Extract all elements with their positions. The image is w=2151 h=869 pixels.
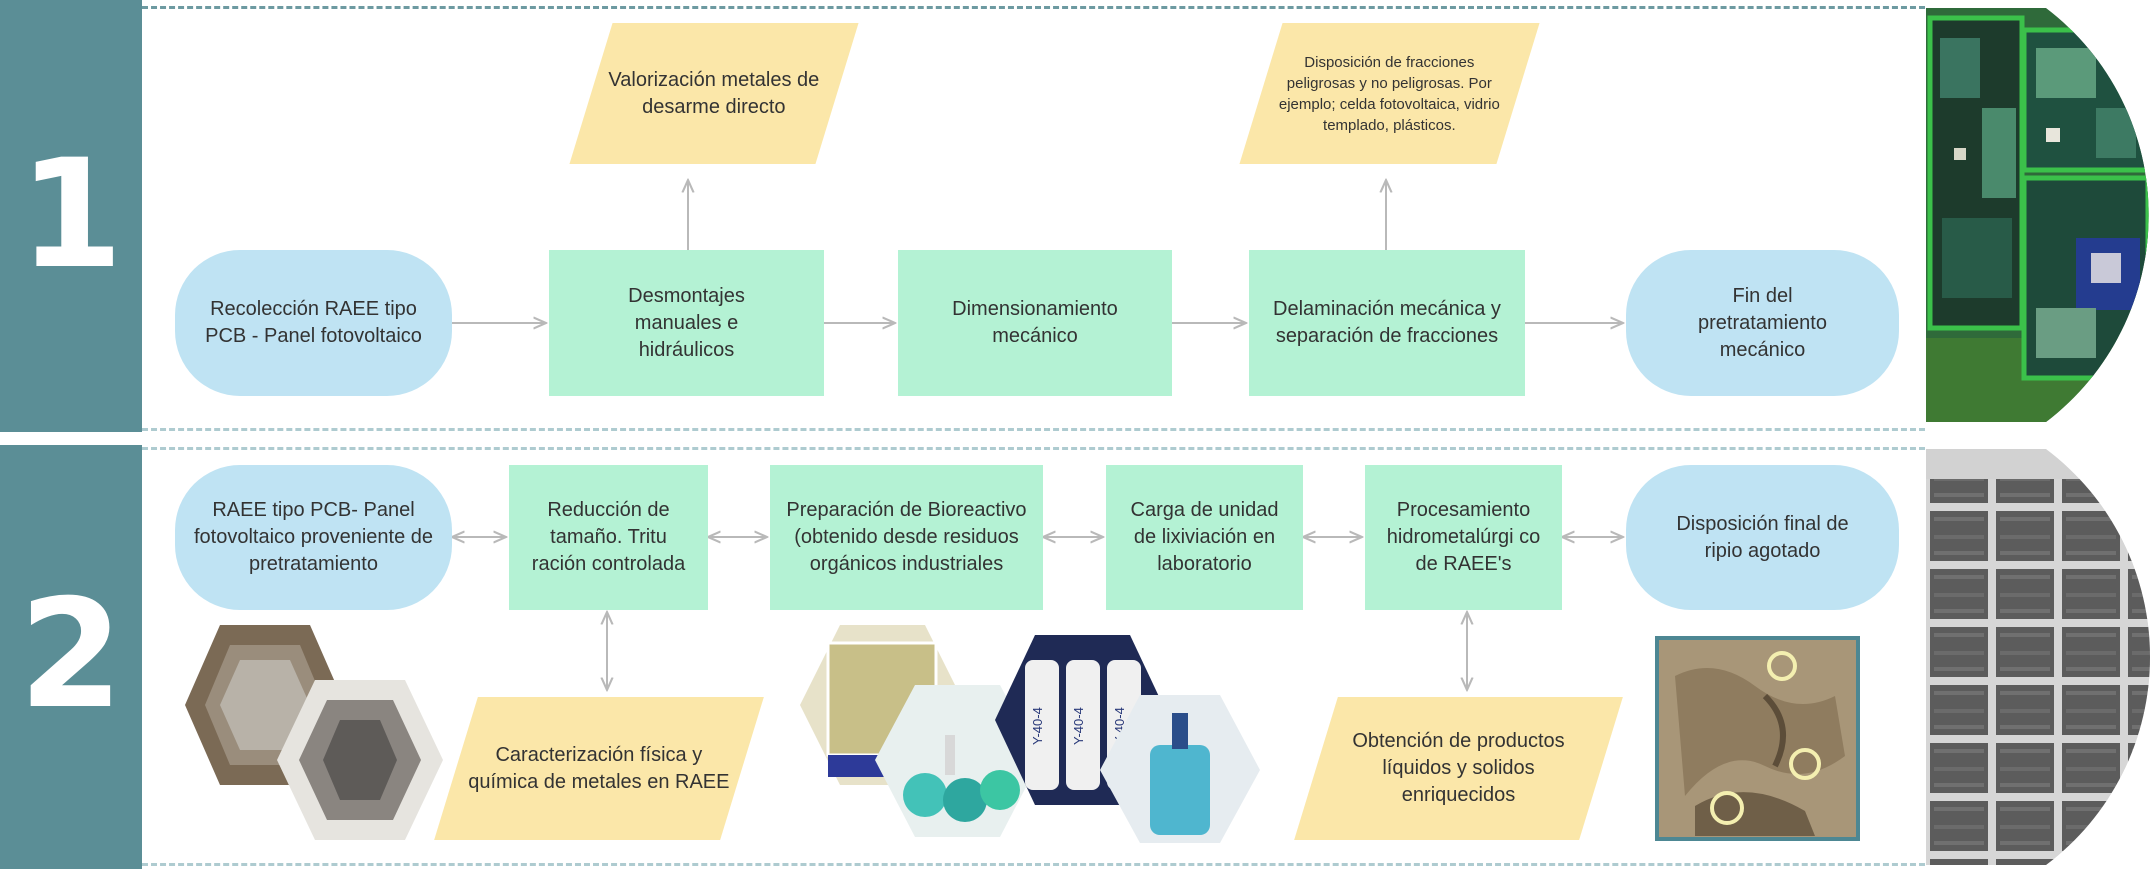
node-raee-label: RAEE tipo PCB- Panel fotovoltaico proven…	[193, 499, 434, 575]
node-procesamiento-label: Procesamiento hidrometalúrgi co de RAEE'…	[1386, 499, 1541, 575]
stage-2-number: 2	[18, 568, 124, 742]
node-reduccion-label: Reducción de tamaño. Tritu ración contro…	[531, 499, 686, 575]
node-carga: Carga de unidad de lixiviación en labora…	[1106, 465, 1303, 610]
node-raee: RAEE tipo PCB- Panel fotovoltaico proven…	[175, 465, 452, 610]
flask-label-1: Y-40-4	[1030, 707, 1045, 745]
node-reduccion: Reducción de tamaño. Tritu ración contro…	[509, 465, 708, 610]
stage-1-top-divider	[142, 6, 1925, 9]
node-recoleccion: Recolección RAEE tipo PCB - Panel fotovo…	[175, 250, 452, 396]
node-disposicion-fracciones: Disposición de fracciones peligrosas y n…	[1239, 23, 1540, 164]
node-disposicion-final-label: Disposición final de ripio agotado	[1676, 512, 1849, 562]
stage-1-band	[0, 0, 142, 432]
stage-1-bottom-divider	[142, 428, 1925, 431]
node-obtencion: Obtención de productos líquidos y solido…	[1294, 697, 1623, 840]
node-preparacion-label: Preparación de Bioreactivo (obtenido des…	[786, 499, 1027, 575]
node-desmontajes-label: Desmontajes manuales e hidráulicos	[628, 284, 745, 361]
node-obtencion-label: Obtención de productos líquidos y solido…	[1352, 730, 1565, 806]
stage-2-bottom-divider	[142, 863, 1925, 866]
stage-1-number: 1	[18, 128, 124, 302]
node-caracterizacion-label: Caracterización física y química de meta…	[468, 743, 730, 793]
spent-residue-photo	[1655, 636, 1860, 841]
node-carga-label: Carga de unidad de lixiviación en labora…	[1130, 499, 1279, 575]
node-valorizacion-label: Valorización metales de desarme directo	[608, 68, 820, 118]
node-procesamiento: Procesamiento hidrometalúrgi co de RAEE'…	[1365, 465, 1562, 610]
shredded-material-photo	[185, 625, 443, 840]
node-fin: Fin del pretratamiento mecánico	[1626, 250, 1899, 396]
node-desmontajes: Desmontajes manuales e hidráulicos	[549, 250, 824, 396]
bioreactor-flasks-photo: Y-40-4 Y-40-4 Y-40-4	[800, 625, 1260, 843]
node-disposicion-final: Disposición final de ripio agotado	[1626, 465, 1899, 610]
node-fin-label: Fin del pretratamiento mecánico	[1698, 284, 1827, 361]
node-recoleccion-label: Recolección RAEE tipo PCB - Panel fotovo…	[205, 298, 422, 347]
flask-label-2: Y-40-4	[1071, 707, 1086, 745]
pcb-boards-photo	[1926, 8, 2149, 422]
stage-2-top-divider	[142, 447, 1925, 450]
node-caracterizacion: Caracterización física y química de meta…	[434, 697, 764, 840]
node-dimensionamiento-label: Dimensionamiento mecánico	[952, 298, 1118, 347]
node-preparacion: Preparación de Bioreactivo (obtenido des…	[770, 465, 1043, 610]
node-valorizacion: Valorización metales de desarme directo	[569, 23, 859, 164]
node-disposicion-fracciones-label: Disposición de fracciones peligrosas y n…	[1279, 53, 1500, 134]
node-delaminacion: Delaminación mecánica y separación de fr…	[1249, 250, 1525, 396]
node-delaminacion-label: Delaminación mecánica y separación de fr…	[1273, 298, 1501, 347]
node-dimensionamiento: Dimensionamiento mecánico	[898, 250, 1172, 396]
stage-2-band	[0, 445, 142, 869]
solar-cells-photo	[1926, 449, 2151, 865]
